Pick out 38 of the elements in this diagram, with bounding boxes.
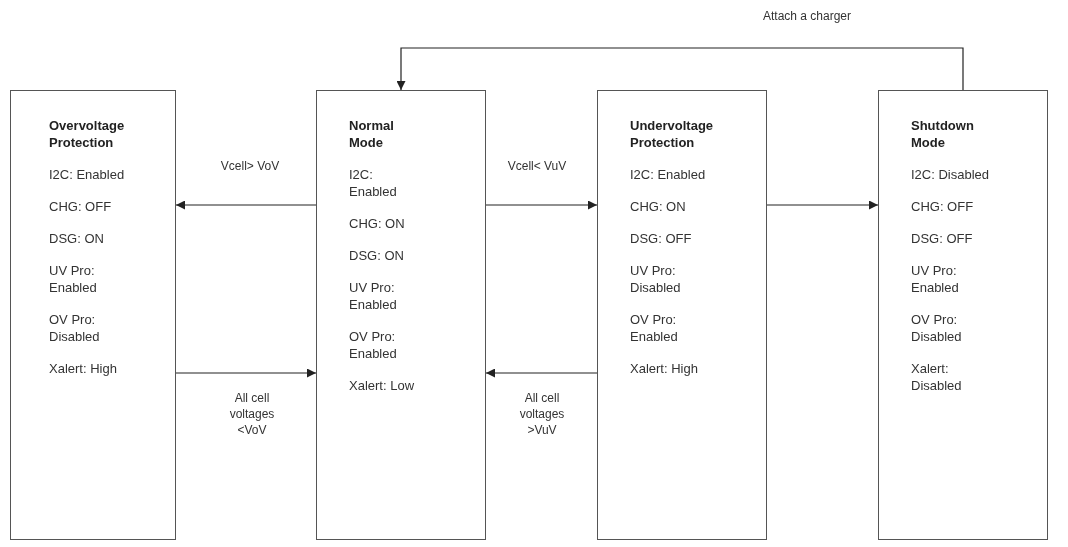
arrow xyxy=(175,368,317,378)
state-setting: Xalert: Disabled xyxy=(911,360,963,394)
state-setting: UV Pro: Disabled xyxy=(630,262,682,296)
state-setting: UV Pro: Enabled xyxy=(49,262,98,296)
state-setting: I2C: Enabled xyxy=(349,166,398,200)
state-box xyxy=(597,90,767,540)
state-title: Shutdown Mode xyxy=(911,117,975,151)
state-setting: CHG: ON xyxy=(630,198,687,215)
state-setting: DSG: OFF xyxy=(630,230,693,247)
state-setting: DSG: ON xyxy=(349,247,405,264)
state-setting: Xalert: High xyxy=(630,360,699,377)
state-title: Undervoltage Protection xyxy=(630,117,715,151)
arrow xyxy=(396,47,964,91)
state-setting: DSG: OFF xyxy=(911,230,974,247)
state-box xyxy=(316,90,486,540)
arrow xyxy=(175,200,317,210)
state-setting: OV Pro: Disabled xyxy=(49,311,101,345)
state-box xyxy=(10,90,176,540)
state-setting: CHG: OFF xyxy=(49,198,113,215)
state-setting: I2C: Disabled xyxy=(911,166,991,183)
state-setting: OV Pro: Disabled xyxy=(911,311,963,345)
arrow xyxy=(485,200,598,210)
state-title: Normal Mode xyxy=(349,117,395,151)
state-setting: OV Pro: Enabled xyxy=(630,311,679,345)
state-box xyxy=(878,90,1048,540)
state-setting: UV Pro: Enabled xyxy=(911,262,960,296)
state-setting: CHG: OFF xyxy=(911,198,975,215)
state-setting: I2C: Enabled xyxy=(49,166,126,183)
state-setting: I2C: Enabled xyxy=(630,166,707,183)
state-setting: UV Pro: Enabled xyxy=(349,279,398,313)
arrow xyxy=(485,368,598,378)
arrow xyxy=(766,200,879,210)
state-setting: DSG: ON xyxy=(49,230,105,247)
state-setting: CHG: ON xyxy=(349,215,406,232)
state-setting: Xalert: Low xyxy=(349,377,416,394)
state-setting: OV Pro: Enabled xyxy=(349,328,398,362)
state-setting: Xalert: High xyxy=(49,360,118,377)
state-title: Overvoltage Protection xyxy=(49,117,126,151)
